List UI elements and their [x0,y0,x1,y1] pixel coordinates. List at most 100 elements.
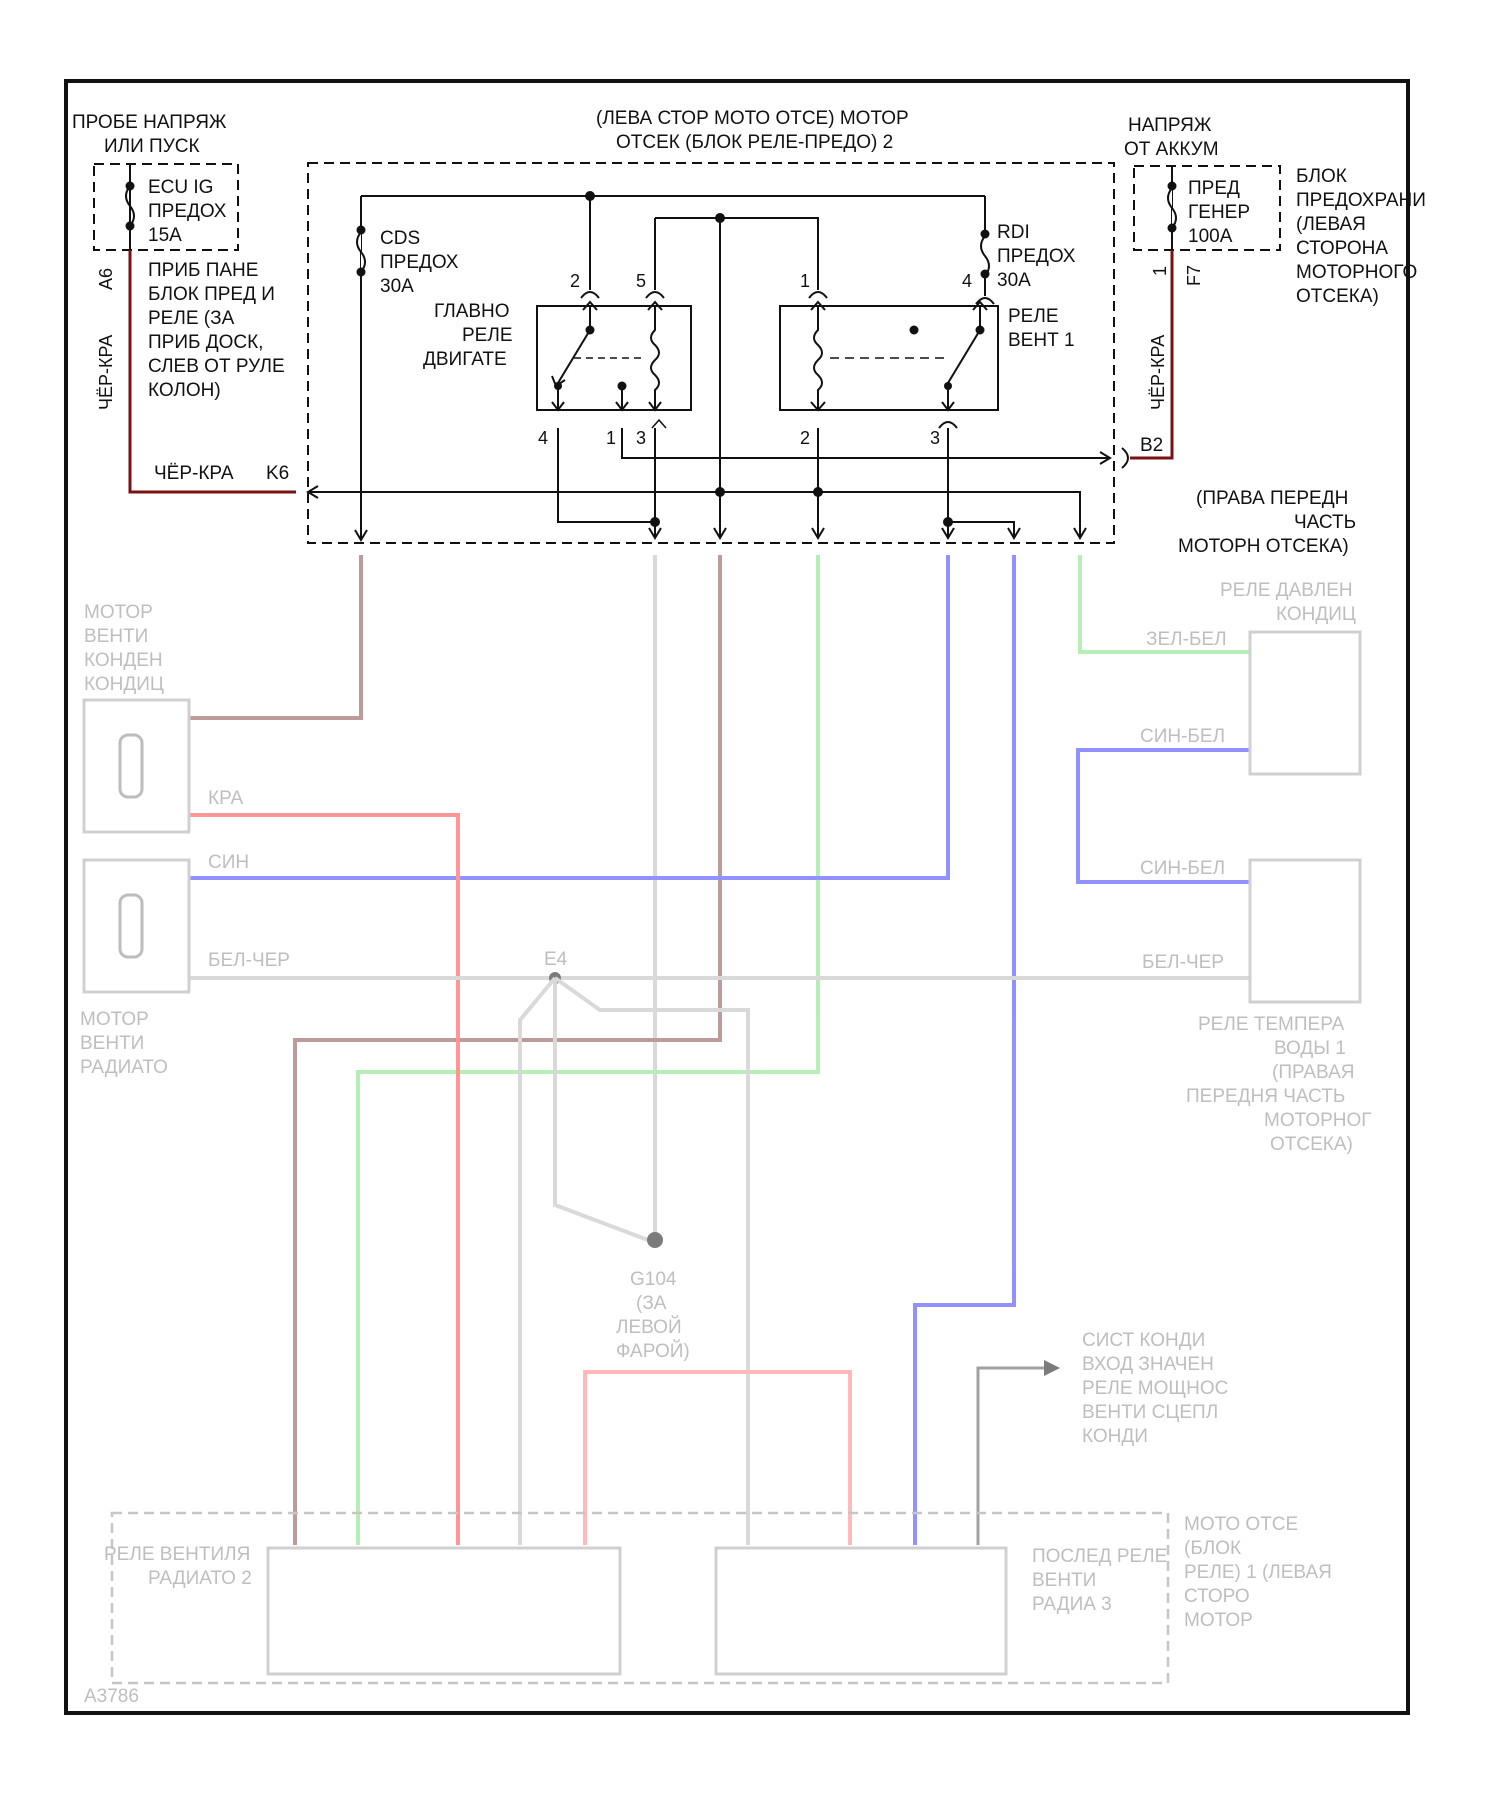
fuse-block-label-line1: БЛОК [1296,166,1347,187]
upper-section: ПРОБЕ НАПРЯЖ ИЛИ ПУСК ECU IG ПРЕДОХ 15A … [72,108,1426,557]
left-wire-k6-color: ЧЁР-КРА [154,463,234,484]
wire-label-sin: СИН [208,852,249,873]
footer-code: A3786 [84,1686,139,1707]
fan-relay-pin-4: 4 [962,271,972,291]
rad-relay-3-label-1: ПОСЛЕД РЕЛЕ [1032,1546,1167,1567]
probe-title-line1: ПРОБЕ НАПРЯЖ [72,112,227,133]
ac-system-label-5: КОНДИ [1082,1426,1148,1447]
wire-to-condenser-fan [190,555,361,718]
ground-g104 [647,1232,663,1248]
wire-label-sin-bel-2: СИН-БЕЛ [1140,858,1225,879]
splice-label: E4 [544,949,568,970]
condenser-fan-label-2: ВЕНТИ [84,626,148,647]
right-wire-color: ЧЁР-КРА [1148,335,1168,410]
rad-relay-3-label-2: ВЕНТИ [1032,1570,1096,1591]
main-relay-pin-2: 2 [570,271,580,291]
ground-label-1: G104 [630,1269,677,1290]
dash-block-line3: РЕЛЕ (ЗА [148,308,235,329]
ac-pressure-relay [1250,632,1360,774]
condenser-fan-label-4: КОНДИЦ [84,674,164,695]
dash-block-line6: КОЛОН) [148,380,221,401]
rad-relay-2-label-1: РЕЛЕ ВЕНТИЛЯ [104,1544,250,1565]
fan-relay-pin-2: 2 [800,428,810,448]
probe-title-line2: ИЛИ ПУСК [104,136,200,157]
right-front-line2: ЧАСТЬ [1294,512,1356,533]
temp-relay-label-6: ОТСЕКА) [1270,1134,1353,1155]
engine-comp-title-line2: ОТСЕК (БЛОК РЕЛЕ-ПРЕДО) 2 [616,132,893,153]
temp-relay-label-3: (ПРАВАЯ [1272,1062,1355,1083]
pressure-relay-label-2: КОНДИЦ [1276,604,1356,625]
fuse-block-label-line4: СТОРОНА [1296,238,1388,259]
water-temp-relay [1250,860,1360,1002]
wire-label-zel-bel: ЗЕЛ-БЕЛ [1146,629,1227,650]
right-pin-1: 1 [1150,266,1170,276]
fan-relay-1 [780,306,998,410]
main-relay-pin-5: 5 [636,271,646,291]
radiator-fan-label-2: ВЕНТИ [80,1033,144,1054]
wire-label-bel-cher: БЕЛ-ЧЕР [208,950,290,971]
main-relay-label-line3: ДВИГАТЕ [423,349,507,370]
main-relay-label-line2: РЕЛЕ [462,325,513,346]
fuse-cds-line2: ПРЕДОХ [380,252,459,273]
gen-fuse-symbol [1168,188,1176,228]
temp-relay-label-1: РЕЛЕ ТЕМПЕРА [1198,1014,1345,1035]
fuse-ecu-line2: ПРЕДОХ [148,201,227,222]
ac-system-label-2: ВХОД ЗНАЧЕН [1082,1354,1214,1375]
main-relay-pin-1: 1 [606,428,616,448]
radiator-fan-relay-2 [268,1548,620,1674]
wire-label-bel-cher-right: БЕЛ-ЧЕР [1142,952,1224,973]
radiator-fan-relay-3 [716,1548,1006,1674]
fuse-block-label-line6: ОТСЕКА) [1296,286,1379,307]
wire-blue-to-last-relay [915,555,1014,1545]
temp-relay-label-4: ПЕРЕДНЯ ЧАСТЬ [1186,1086,1345,1107]
fan-relay-pin-3: 3 [930,428,940,448]
rad-relay-2-label-2: РАДИАТО 2 [148,1568,252,1589]
left-pin-a6: A6 [96,268,116,290]
fan-relay-label-line1: РЕЛЕ [1008,306,1059,327]
fuse-cds-line3: 30A [380,276,414,297]
wire-red [190,815,458,1545]
pin-b2: B2 [1140,435,1163,456]
right-front-line1: (ПРАВА ПЕРЕДН [1196,488,1348,509]
wire-pink [585,1372,850,1545]
main-relay-pin-3: 3 [636,428,646,448]
fuse-gen-line3: 100A [1188,226,1233,247]
dash-block-line2: БЛОК ПРЕД И [148,284,275,305]
radiator-fan-label-1: МОТОР [80,1009,149,1030]
fuse-rdi-line3: 30A [997,270,1031,291]
ac-system-label-3: РЕЛЕ МОЩНОС [1082,1378,1228,1399]
right-front-line3: МОТОРН ОТСЕКА) [1178,536,1349,557]
fan-relay-label-line2: ВЕНТ 1 [1008,330,1075,351]
diagram-frame [66,81,1408,1713]
fuse-block-label-line3: (ЛЕВАЯ [1296,214,1366,235]
pressure-relay-label-1: РЕЛЕ ДАВЛЕН [1220,580,1353,601]
wire-label-kra: КРА [208,788,243,809]
fan-relay-pin-1: 1 [800,271,810,291]
temp-relay-label-2: ВОДЫ 1 [1274,1038,1346,1059]
battery-title-line1: НАПРЯЖ [1128,115,1212,136]
ground-label-3: ЛЕВОЙ [616,1316,682,1338]
fuse-ecu-line1: ECU IG [148,177,213,198]
fuse-rdi-line2: ПРЕДОХ [997,246,1076,267]
engine-block-1-label-1: МОТО ОТСЕ [1184,1514,1298,1535]
right-pin-f7: F7 [1184,265,1204,286]
pin-k6: K6 [266,463,289,484]
fuse-cds-line1: CDS [380,228,420,249]
ac-system-label-1: СИСТ КОНДИ [1082,1330,1205,1351]
fuse-block-label-line5: МОТОРНОГО [1296,262,1417,283]
wire-label-sin-bel-1: СИН-БЕЛ [1140,726,1225,747]
main-relay-label-line1: ГЛАВНО [434,301,510,322]
main-relay-pin-4: 4 [538,428,548,448]
ground-label-2: (ЗА [636,1293,667,1314]
fuse-rdi-line1: RDI [997,222,1030,243]
condenser-fan-label-3: КОНДЕН [84,650,163,671]
ac-system-label-4: ВЕНТИ СЦЕПЛ [1082,1402,1218,1423]
fuse-gen-line2: ГЕНЕР [1188,202,1250,223]
battery-title-line2: ОТ АККУМ [1124,139,1219,160]
left-wire-color: ЧЁР-КРА [96,335,116,410]
engine-comp-title-line1: (ЛЕВА СТОР МОТО ОТСЕ) МОТОР [596,108,909,129]
fuse-gen-line1: ПРЕД [1188,178,1240,199]
engine-block-1-label-3: РЕЛЕ) 1 (ЛЕВАЯ [1184,1562,1332,1583]
